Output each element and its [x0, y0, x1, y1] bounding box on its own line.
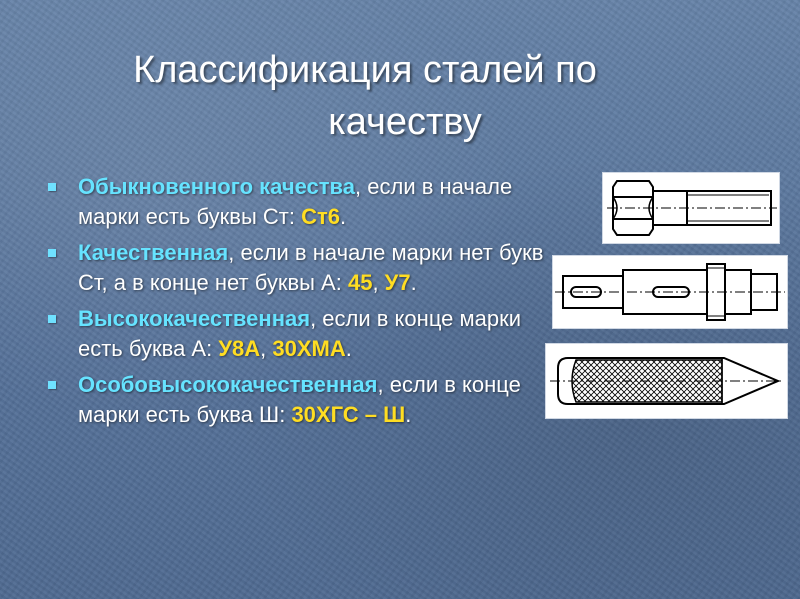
bullet-square-icon [48, 183, 56, 191]
bullet-item-especially-high-quality: Особовысококачественная, если в конце ма… [48, 370, 548, 430]
bullet-end: . [339, 204, 347, 229]
bullet-list: Обыкновенного качества, если в начале ма… [48, 172, 548, 436]
title-line-1: Классификация сталей по [133, 49, 597, 91]
knurled-pin-drawing [545, 343, 788, 419]
bolt-icon [607, 180, 777, 236]
bullet-square-icon [48, 249, 56, 257]
steel-grade: 45 [347, 270, 373, 295]
bullet-item-ordinary: Обыкновенного качества, если в начале ма… [48, 172, 548, 232]
steel-grade: У8А [218, 336, 261, 361]
steel-grade: 30ХМА [272, 336, 346, 361]
bolt-drawing [602, 172, 780, 244]
bullet-term: Высококачественная [78, 306, 311, 331]
bullet-text: , если в конце марки есть буква Ш: [78, 372, 521, 427]
bullet-square-icon [48, 381, 56, 389]
bullet-end: . [405, 402, 412, 427]
bullet-text: , если в начале марки есть буквы Ст: [78, 174, 513, 229]
shaft-icon [555, 263, 785, 321]
bullet-end: . [410, 270, 417, 295]
bullet-square-icon [48, 315, 56, 323]
shaft-drawing [552, 255, 788, 329]
steel-grade: 30ХГС – Ш [291, 402, 406, 427]
steel-grade: Ст6 [301, 204, 340, 229]
grade-separator: , [260, 336, 273, 361]
bullet-item-high-quality: Высококачественная, если в конце марки е… [48, 304, 548, 364]
bullet-text: , если в конце марки есть буква А: [78, 306, 522, 361]
steel-grade: У7 [384, 270, 411, 295]
bullet-end: . [345, 336, 352, 361]
slide-title: Классификация сталей по качеству [0, 44, 800, 148]
bullet-text: , если в начале марки нет букв Ст, а в к… [78, 240, 544, 295]
grade-separator: , [372, 270, 385, 295]
bullet-item-quality: Качественная, если в начале марки нет бу… [48, 238, 548, 298]
bullet-term: Качественная [78, 240, 229, 265]
knurled-pin-icon [550, 357, 784, 405]
bullet-term: Особовысококачественная [78, 372, 378, 397]
title-line-2: качеству [328, 101, 482, 143]
bullet-term: Обыкновенного качества [78, 174, 356, 199]
